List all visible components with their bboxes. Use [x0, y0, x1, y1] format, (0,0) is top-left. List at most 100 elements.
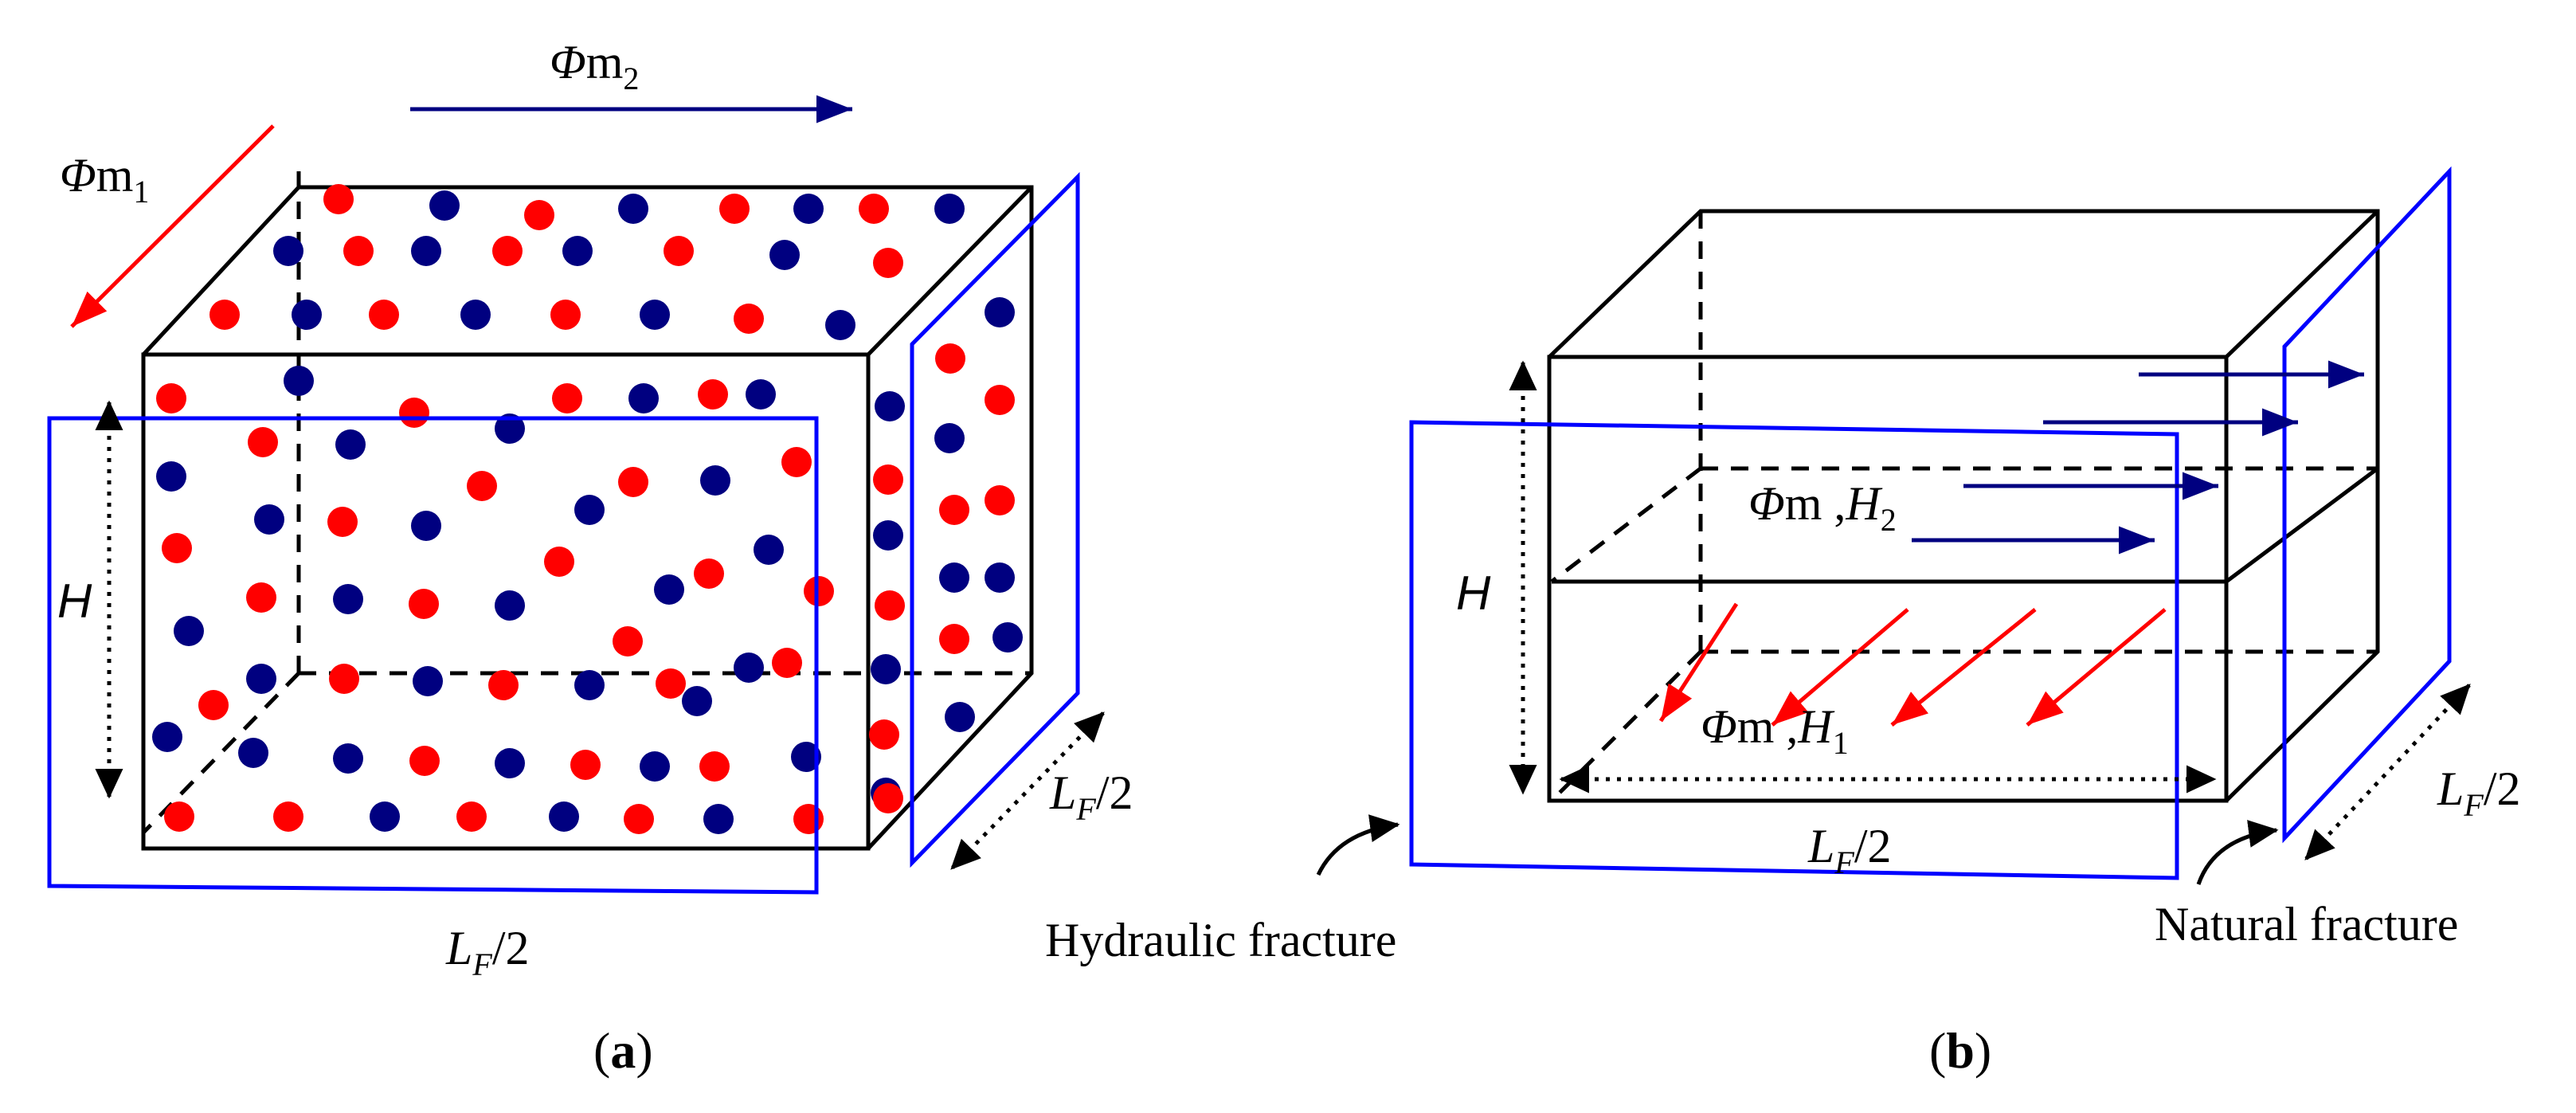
particle-dot-red	[550, 300, 581, 330]
panel-b-caption: (b)	[1929, 1022, 1991, 1079]
particle-dot-navy	[562, 236, 593, 266]
particle-dot-navy	[152, 722, 182, 752]
particle-dot-red	[492, 236, 523, 266]
particle-dot-red	[781, 447, 812, 477]
upper-layer-label: Φm ,H2	[1748, 477, 1897, 538]
particle-dot-navy	[246, 664, 276, 694]
lf-bottom-label-b: LF/2	[1807, 820, 1891, 880]
particle-dot-red	[456, 801, 487, 832]
particle-dot-red	[618, 467, 648, 497]
particle-dot-red	[544, 547, 574, 577]
particle-dot-navy	[333, 584, 363, 614]
natural-fracture-plane-b	[2282, 166, 2452, 844]
particle-dot-red	[624, 804, 654, 834]
particle-dot-navy	[640, 300, 670, 330]
particle-dot-navy	[411, 236, 441, 266]
particle-dot-navy	[292, 300, 322, 330]
phi-m2-label: Φm2	[550, 36, 639, 96]
particle-dot-red	[694, 558, 724, 589]
particle-dot-red	[939, 624, 969, 654]
particle-dot-navy	[934, 423, 965, 453]
particle-dot-red	[873, 783, 903, 813]
natural-fracture-label: Natural fracture	[2155, 898, 2458, 950]
particle-dot-red	[273, 801, 303, 832]
particle-dot-red	[793, 804, 824, 834]
particle-dot-red	[164, 801, 194, 832]
particle-dots	[152, 184, 1023, 834]
particle-dot-navy	[413, 666, 443, 696]
hydraulic-fracture-label: Hydraulic fracture	[1045, 914, 1396, 966]
particle-dot-red	[985, 385, 1015, 415]
natural-fracture-plane-a	[910, 171, 1080, 868]
particle-dot-navy	[370, 801, 400, 832]
particle-dot-red	[699, 751, 730, 782]
particle-dot-navy	[574, 670, 605, 700]
hydraulic-fracture-plane-b	[1409, 420, 2179, 880]
particle-dot-red	[656, 668, 686, 699]
particle-dot-red	[399, 398, 429, 428]
hydraulic-fracture-pointer	[1316, 814, 1400, 876]
particle-dot-navy	[273, 236, 303, 266]
particle-dot-navy	[871, 654, 901, 684]
particle-dot-navy	[495, 590, 525, 621]
panel-a-caption: (a)	[593, 1022, 653, 1079]
particle-dot-navy	[985, 562, 1015, 593]
particle-dot-navy	[700, 465, 730, 496]
particle-dot-navy	[411, 511, 441, 541]
lf-side-dimension-a	[950, 711, 1105, 870]
particle-dot-navy	[156, 461, 186, 492]
particle-dot-navy	[945, 702, 975, 732]
particle-dot-red	[698, 379, 728, 410]
particle-dot-red	[409, 589, 439, 619]
upper-layer-flow-arrows	[1912, 360, 2364, 555]
lower-layer-flow-arrows	[1658, 602, 2167, 727]
particle-dot-navy	[985, 297, 1015, 327]
particle-dot-navy	[495, 413, 525, 444]
particle-dot-navy	[734, 653, 764, 683]
particle-dot-navy	[495, 748, 525, 778]
particle-dot-navy	[873, 520, 903, 551]
particle-dot-red	[323, 184, 354, 214]
particle-dot-navy	[939, 562, 969, 593]
particle-dot-red	[719, 194, 750, 224]
particle-dot-navy	[335, 429, 366, 460]
particle-dot-navy	[640, 751, 670, 782]
hydraulic-fracture-plane-a	[47, 416, 819, 895]
particle-dot-navy	[754, 535, 784, 565]
particle-dot-navy	[769, 240, 800, 270]
particle-dot-navy	[333, 743, 363, 774]
particle-dot-navy	[628, 383, 659, 413]
particle-dot-red	[329, 664, 359, 694]
particle-dot-red	[570, 750, 601, 780]
particle-dot-navy	[703, 804, 734, 834]
particle-dot-red	[859, 194, 889, 224]
particle-dot-red	[939, 495, 969, 525]
particle-dot-red	[409, 746, 440, 776]
particle-dot-red	[873, 464, 903, 495]
particle-dot-navy	[654, 574, 684, 605]
particle-dot-red	[664, 236, 694, 266]
matrix-box-b	[1547, 209, 2380, 803]
lf-side-label-b: LF/2	[2437, 762, 2520, 823]
particle-dot-red	[985, 485, 1015, 515]
particle-dot-navy	[429, 190, 460, 221]
particle-dot-red	[804, 576, 834, 606]
particle-dot-red	[873, 248, 903, 278]
particle-dot-red	[772, 648, 802, 678]
particle-dot-red	[524, 200, 554, 230]
lf-side-label-a: LF/2	[1049, 766, 1133, 827]
particle-dot-red	[369, 300, 399, 330]
particle-dot-navy	[934, 194, 965, 224]
particle-dot-red	[248, 427, 278, 457]
particle-dot-red	[734, 304, 764, 334]
particle-dot-navy	[460, 300, 491, 330]
particle-dot-red	[467, 471, 497, 501]
particle-dot-navy	[549, 801, 579, 832]
particle-dot-red	[869, 719, 899, 750]
particle-dot-red	[552, 383, 582, 413]
particle-dot-red	[935, 343, 965, 374]
particle-dot-red	[156, 383, 186, 413]
particle-dot-red	[198, 690, 229, 720]
particle-dot-red	[327, 507, 358, 537]
phi-m1-arrow	[70, 124, 275, 328]
